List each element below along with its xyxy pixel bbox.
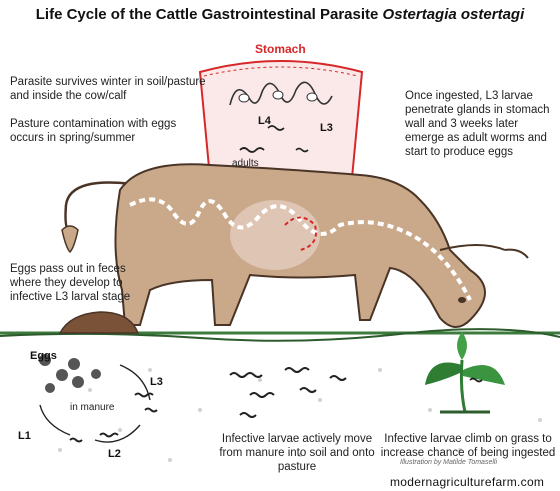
note-survival: Parasite survives winter in soil/pasture…: [10, 75, 206, 103]
note-feces-line-3: infective L3 larval stage: [10, 291, 131, 303]
label-eggs: Eggs: [30, 350, 57, 362]
note-contamination-line-2: occurs in spring/summer: [10, 132, 136, 144]
grass-plant: [425, 332, 505, 414]
title-species: Ostertagia ostertagi: [382, 6, 525, 23]
label-l1: L1: [18, 430, 31, 442]
note-move: Infective larvae actively move from manu…: [202, 432, 392, 474]
cycle-arrows: [39, 364, 151, 443]
eggs-cluster: [39, 354, 101, 393]
note-survival-line-2: and inside the cow/calf: [10, 90, 127, 102]
label-l2: L2: [108, 448, 121, 460]
larvae-soil: [229, 367, 347, 418]
manure-pile: [58, 311, 140, 334]
note-contamination: Pasture contamination with eggs occurs i…: [10, 117, 176, 145]
note-ingested-line-1: Once ingested, L3 larvae: [405, 90, 533, 102]
note-ingested-line-5: start to produce eggs: [405, 146, 514, 158]
note-feces: Eggs pass out in feces where they develo…: [10, 262, 130, 304]
note-contamination-line-1: Pasture contamination with eggs: [10, 118, 177, 130]
note-feces-line-1: Eggs pass out in feces: [10, 263, 126, 275]
title-main: Life Cycle of the Cattle Gastrointestina…: [35, 6, 379, 23]
note-climb: Infective larvae climb on grass to incre…: [378, 432, 558, 460]
stomach-label: Stomach: [255, 42, 306, 56]
label-l3-stomach: L3: [320, 122, 333, 134]
diagram-title: Life Cycle of the Cattle Gastrointestina…: [0, 6, 560, 23]
note-ingested: Once ingested, L3 larvae penetrate gland…: [405, 89, 549, 159]
note-ingested-line-2: penetrate glands in stomach: [405, 104, 550, 116]
label-adults: adults: [232, 158, 259, 169]
note-move-line-1: Infective larvae actively move: [221, 433, 373, 445]
note-climb-line-1: Infective larvae climb on grass to: [384, 433, 552, 445]
note-climb-line-2: increase chance of being ingested: [380, 447, 556, 459]
footer-url: modernagriculturefarm.com: [390, 475, 545, 489]
note-survival-line-1: Parasite survives winter in soil/pasture: [10, 76, 206, 88]
note-move-line-2: from manure into soil and onto pasture: [219, 447, 375, 473]
note-ingested-line-4: emerge as adult worms and: [405, 132, 547, 144]
illustration-credit: Illustration by Matilde Tomaselli: [400, 459, 498, 466]
label-l4: L4: [258, 115, 271, 127]
note-ingested-line-3: wall and 3 weeks later: [405, 118, 519, 130]
label-in-manure: in manure: [70, 402, 115, 413]
label-l3-manure: L3: [150, 376, 163, 388]
note-feces-line-2: where they develop to: [10, 277, 123, 289]
larvae-manure: [69, 392, 158, 443]
